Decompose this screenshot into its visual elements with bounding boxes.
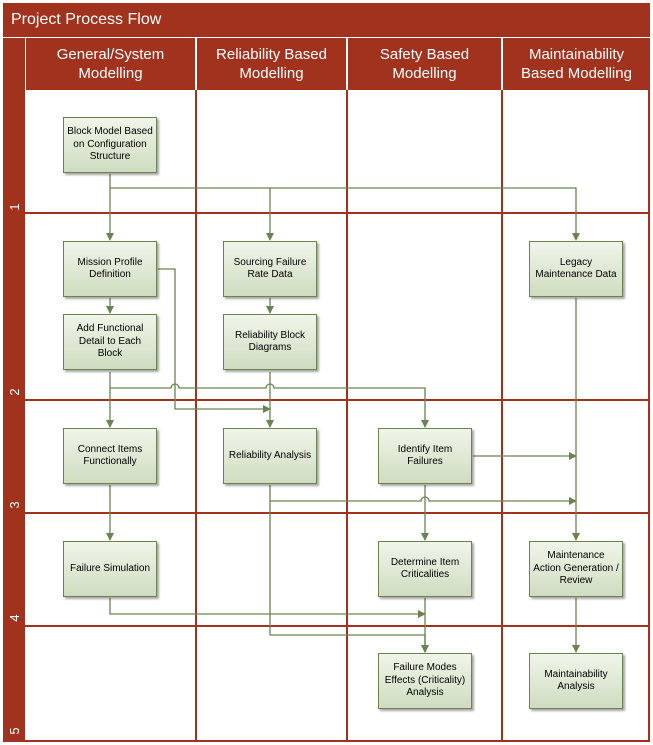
lane-header-general-system: General/System Modelling bbox=[26, 38, 195, 90]
process-box-maintenance-action-generation: Maintenance Action Generation / Review bbox=[529, 541, 623, 597]
lane-header-safety: Safety Based Modelling bbox=[348, 38, 501, 90]
connector bbox=[269, 485, 577, 505]
row-divider bbox=[25, 512, 650, 514]
row-divider bbox=[25, 212, 650, 214]
row-divider bbox=[25, 625, 650, 627]
process-box-mission-profile: Mission Profile Definition bbox=[63, 241, 157, 297]
connector bbox=[110, 187, 580, 241]
process-box-identify-item-failures: Identify Item Failures bbox=[378, 428, 472, 484]
process-box-sourcing-failure-rate: Sourcing Failure Rate Data bbox=[223, 241, 317, 297]
process-box-reliability-analysis: Reliability Analysis bbox=[223, 428, 317, 484]
lane-divider bbox=[346, 90, 348, 741]
connector bbox=[109, 598, 426, 618]
lane-header-reliability: Reliability Based Modelling bbox=[197, 38, 346, 90]
process-box-add-functional-detail: Add Functional Detail to Each Block bbox=[63, 314, 157, 370]
frame-right-border bbox=[648, 38, 650, 741]
connector bbox=[158, 268, 271, 413]
connector bbox=[110, 383, 429, 428]
process-box-fmeca: Failure Modes Effects (Criticality) Anal… bbox=[378, 653, 472, 709]
process-box-block-model: Block Model Based on Configuration Struc… bbox=[63, 117, 157, 173]
process-box-reliability-block-diagrams: Reliability Block Diagrams bbox=[223, 314, 317, 370]
row-divider bbox=[25, 399, 650, 401]
process-box-determine-criticalities: Determine Item Criticalities bbox=[378, 541, 472, 597]
lane-divider bbox=[195, 90, 197, 741]
diagram-title: Project Process Flow bbox=[3, 3, 650, 37]
process-box-connect-items: Connect Items Functionally bbox=[63, 428, 157, 484]
process-box-legacy-maintenance-data: Legacy Maintenance Data bbox=[529, 241, 623, 297]
process-box-failure-simulation: Failure Simulation bbox=[63, 541, 157, 597]
process-box-maintainability-analysis: Maintainability Analysis bbox=[529, 653, 623, 709]
row-rail bbox=[3, 38, 25, 741]
frame-bottom-border bbox=[3, 740, 650, 742]
lane-divider bbox=[501, 90, 503, 741]
lane-header-maintainability: Maintainability Based Modelling bbox=[503, 38, 650, 90]
